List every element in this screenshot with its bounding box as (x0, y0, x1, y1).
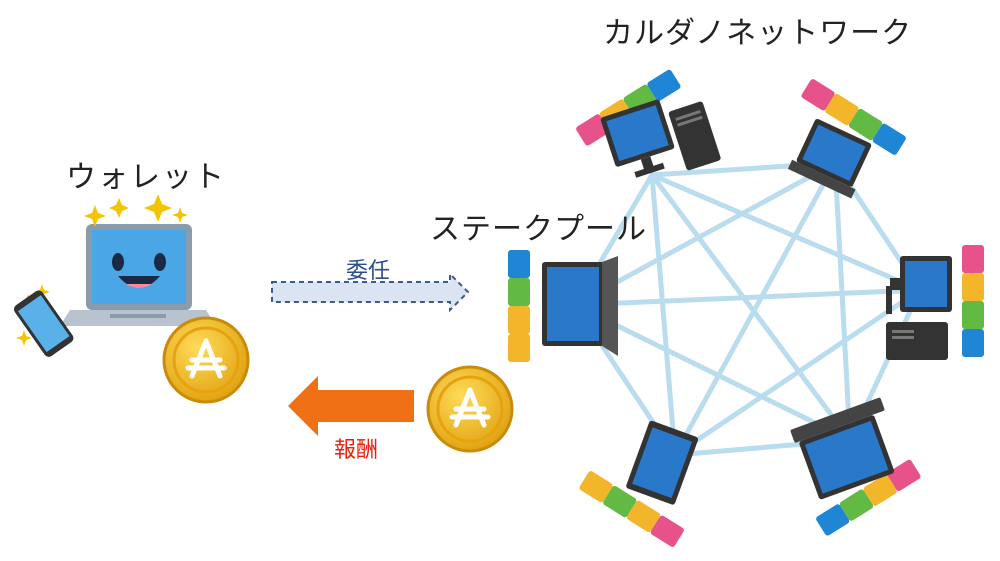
computer-node-icon (886, 256, 952, 360)
stake-pool-label: ステークプール (430, 212, 647, 247)
puzzle-block-icon (801, 79, 906, 155)
network-label: カルダノネットワーク (603, 16, 913, 51)
computer-node-icon (600, 99, 721, 178)
computer-node-icon (790, 397, 895, 500)
coin-icon (426, 365, 514, 453)
coin-icon (162, 316, 250, 404)
smartphone-icon (13, 290, 74, 357)
computer-node-icon (787, 118, 872, 199)
puzzle-block-icon (816, 459, 921, 536)
wallet-label: ウォレット (66, 160, 226, 195)
delegate-label: 委任 (346, 259, 391, 284)
reward-label: 報酬 (334, 438, 379, 463)
reward-arrow (288, 376, 414, 436)
computer-node-icon (542, 256, 618, 356)
smiling-laptop-icon (60, 224, 216, 326)
computer-node-icon (626, 420, 699, 505)
puzzle-block-icon (508, 250, 530, 362)
puzzle-block-icon (579, 471, 684, 547)
delegate-arrow (271, 271, 470, 313)
puzzle-block-icon (962, 245, 984, 357)
